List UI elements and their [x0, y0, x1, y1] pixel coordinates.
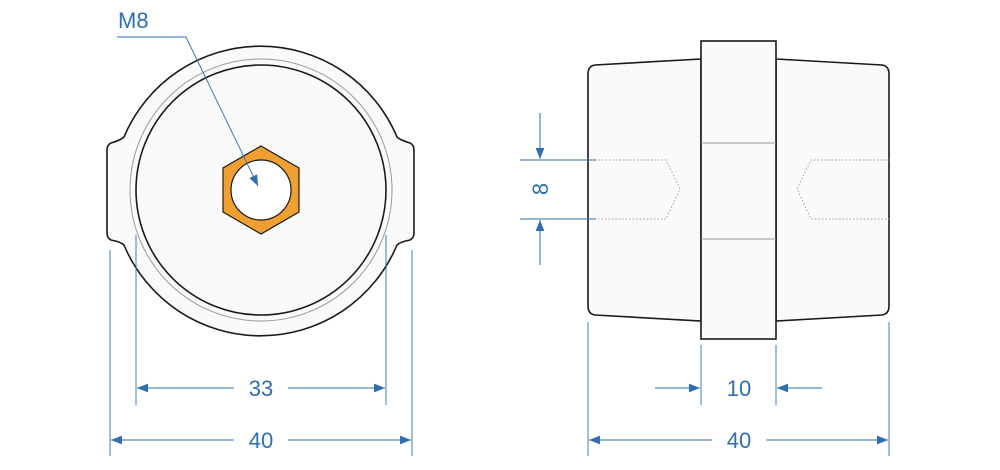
- dim-40-side-label: 40: [727, 428, 751, 453]
- thread-bore-circle: [230, 159, 292, 221]
- hidden-bore-left: [588, 159, 681, 220]
- dim-10-label: 10: [727, 376, 751, 401]
- side-view: 8 10 40: [520, 40, 890, 456]
- front-inner-circle: [135, 64, 387, 316]
- front-view: M8 33 40: [106, 8, 415, 456]
- thread-leader-line: [117, 36, 259, 187]
- dim-40-front-label: 40: [249, 428, 273, 453]
- thread-label: M8: [118, 8, 149, 33]
- hidden-bore-right: [796, 159, 889, 220]
- side-collar: [700, 40, 777, 340]
- side-right-body: [775, 58, 890, 322]
- dim-33-label: 33: [249, 376, 273, 401]
- side-left-body: [587, 58, 702, 322]
- front-gray-ring: [129, 58, 393, 322]
- dim-8-label: 8: [528, 183, 553, 195]
